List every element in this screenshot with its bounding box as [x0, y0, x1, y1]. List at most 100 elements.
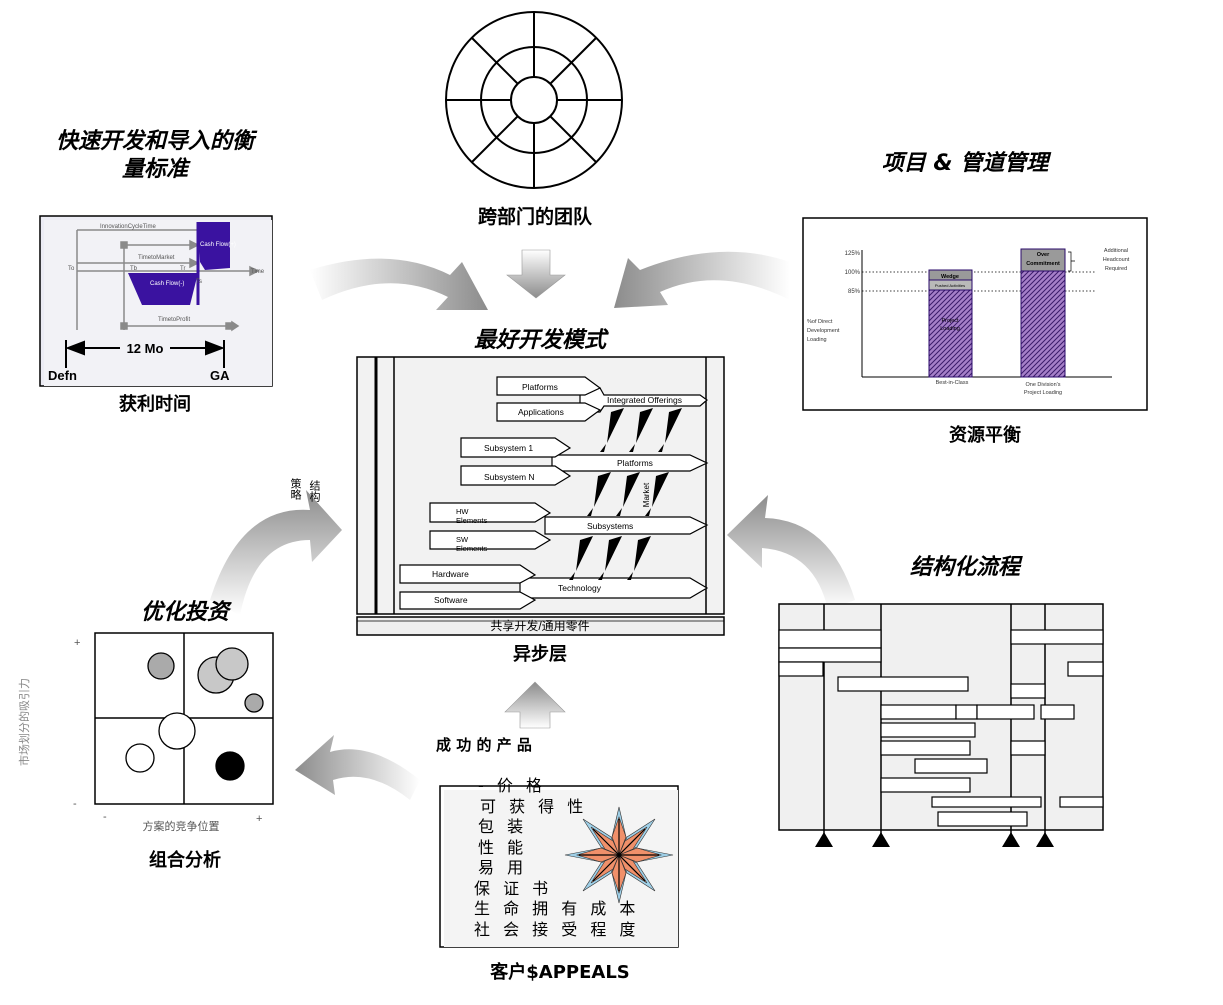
- launch-icon: [600, 408, 624, 452]
- svg-text:Required: Required: [1105, 266, 1127, 272]
- milestone-icon: [815, 832, 833, 847]
- resource-chart: 125% 100% 85% %of Direct Development Loa…: [802, 217, 1148, 411]
- appeal-item: 包 装: [478, 817, 528, 836]
- arrow-from-team: [506, 249, 566, 299]
- rapid-metrics-title: 快速开发和导入的衡 量标准: [55, 129, 254, 182]
- cash-negative: [128, 273, 198, 305]
- svg-text:Tb: Tb: [130, 266, 138, 272]
- launch-icon: [627, 536, 651, 580]
- success-product-label: 成 功 的 产 品: [436, 736, 532, 754]
- arrow-from-invest: [210, 490, 342, 615]
- milestone-icon: [1002, 832, 1020, 847]
- svg-text:HW: HW: [456, 507, 469, 516]
- appeals-star-icon: [564, 806, 674, 904]
- appeal-item: 易 用: [478, 858, 528, 877]
- appeal-item: 社 会 接 受 程 度: [474, 919, 640, 939]
- appeal-item: 性 能: [478, 837, 528, 857]
- svg-text:Platforms: Platforms: [522, 382, 558, 392]
- svg-text:%of Direct: %of Direct: [807, 319, 833, 325]
- svg-text:Additional: Additional: [1104, 248, 1128, 254]
- svg-text:Applications: Applications: [518, 407, 564, 417]
- launch-icon: [598, 536, 622, 580]
- customer-appeals-caption: 客户$APPEALS: [490, 962, 630, 983]
- bubble: [215, 647, 249, 681]
- svg-text:Development: Development: [807, 328, 840, 334]
- portfolio-chart: + - - + 方案的竞争位置 市场划分的吸引力: [17, 632, 274, 833]
- arrow-to-async: [504, 681, 566, 729]
- time-to-profit-label: TimetoProfit: [158, 317, 190, 323]
- svg-text:Ts: Ts: [196, 279, 202, 285]
- defn-label: Defn: [48, 368, 77, 383]
- appeal-item: 可 获 得 性: [480, 796, 588, 816]
- svg-text:+: +: [256, 813, 262, 825]
- bubble: [125, 743, 155, 773]
- svg-text:One Division's: One Division's: [1026, 382, 1061, 388]
- milestone-icon: [1036, 832, 1054, 847]
- svg-text:-: -: [103, 811, 107, 823]
- svg-text:To: To: [68, 266, 75, 272]
- launch-icon: [658, 408, 682, 452]
- svg-text:Pushed Activities: Pushed Activities: [935, 283, 965, 288]
- svg-text:Loading: Loading: [807, 337, 827, 343]
- svg-text:Best-in-Class: Best-in-Class: [936, 380, 969, 386]
- arrow-from-metrics: [310, 258, 488, 310]
- process-chart: [778, 603, 1104, 847]
- launch-icon: [629, 408, 653, 452]
- bubble: [215, 751, 245, 781]
- market-label: Market: [642, 482, 651, 507]
- structure-label: 结构: [308, 480, 321, 502]
- svg-text:Wedge: Wedge: [941, 274, 959, 280]
- svg-text:Platforms: Platforms: [617, 458, 653, 468]
- svg-text:Commitment: Commitment: [1026, 261, 1060, 267]
- bubble: [147, 652, 175, 680]
- portfolio-caption: 组合分析: [149, 850, 221, 871]
- time-axis-label: Time: [251, 269, 265, 275]
- bubble: [244, 693, 264, 713]
- strategy-label: 策略: [289, 478, 302, 500]
- svg-text:Hardware: Hardware: [432, 569, 469, 579]
- time-to-profit-caption: 获利时间: [119, 394, 191, 415]
- svg-text:Elements: Elements: [456, 544, 488, 553]
- svg-text:Project Loading: Project Loading: [1024, 390, 1062, 396]
- appeals-box: [439, 785, 679, 948]
- arrow-to-portfolio: [295, 735, 420, 800]
- svg-text:Tr: Tr: [180, 266, 185, 272]
- svg-text:Technology: Technology: [558, 583, 602, 593]
- portfolio-xlabel: 方案的竞争位置: [143, 819, 220, 833]
- milestone-icon: [872, 832, 890, 847]
- svg-text:Subsystem N: Subsystem N: [484, 472, 535, 482]
- cross-team-label: 跨部门的团队: [477, 206, 592, 228]
- cash-flow-neg-label: Cash Flow(-): [150, 281, 184, 287]
- bubble: [158, 712, 196, 750]
- team-wheel-icon: [445, 11, 623, 189]
- svg-text:Over: Over: [1037, 252, 1050, 258]
- launch-icon: [587, 472, 611, 516]
- shared-dev-label: 共享开发/通用零件: [490, 618, 589, 633]
- cash-positive: [198, 222, 230, 270]
- profit-chart: InnovationCycleTime TimetoMarket TimetoP…: [39, 215, 273, 387]
- svg-text:Elements: Elements: [456, 516, 488, 525]
- span-label: 12 Mo: [127, 341, 164, 356]
- svg-text:125%: 125%: [845, 251, 861, 257]
- svg-text:100%: 100%: [845, 270, 861, 276]
- appeal-item: 生 命 拥 有 成 本: [474, 899, 640, 918]
- svg-text:Integrated Offerings: Integrated Offerings: [607, 395, 682, 405]
- pipeline-title: 项目 & 管道管理: [881, 151, 1049, 176]
- cash-flow-pos-label: Cash Flow(+): [200, 242, 236, 248]
- appeal-item: 保 证 书: [474, 878, 553, 898]
- launch-icon: [645, 472, 669, 516]
- svg-text:Subsystem 1: Subsystem 1: [484, 443, 533, 453]
- svg-text:Headcount: Headcount: [1103, 257, 1130, 263]
- resource-balance-caption: 资源平衡: [949, 425, 1021, 446]
- svg-text:Loading: Loading: [940, 326, 960, 332]
- svg-text:Subsystems: Subsystems: [587, 521, 633, 531]
- best-model-title: 最好开发模式: [473, 328, 606, 353]
- svg-text:Project: Project: [941, 318, 959, 324]
- launch-icon: [616, 472, 640, 516]
- svg-text:-: -: [73, 798, 77, 810]
- arrow-from-process: [727, 495, 855, 610]
- optimize-invest-title: 优化投资: [140, 600, 229, 625]
- svg-text:85%: 85%: [848, 289, 861, 295]
- launch-icon: [569, 536, 593, 580]
- svg-text:Software: Software: [434, 595, 468, 605]
